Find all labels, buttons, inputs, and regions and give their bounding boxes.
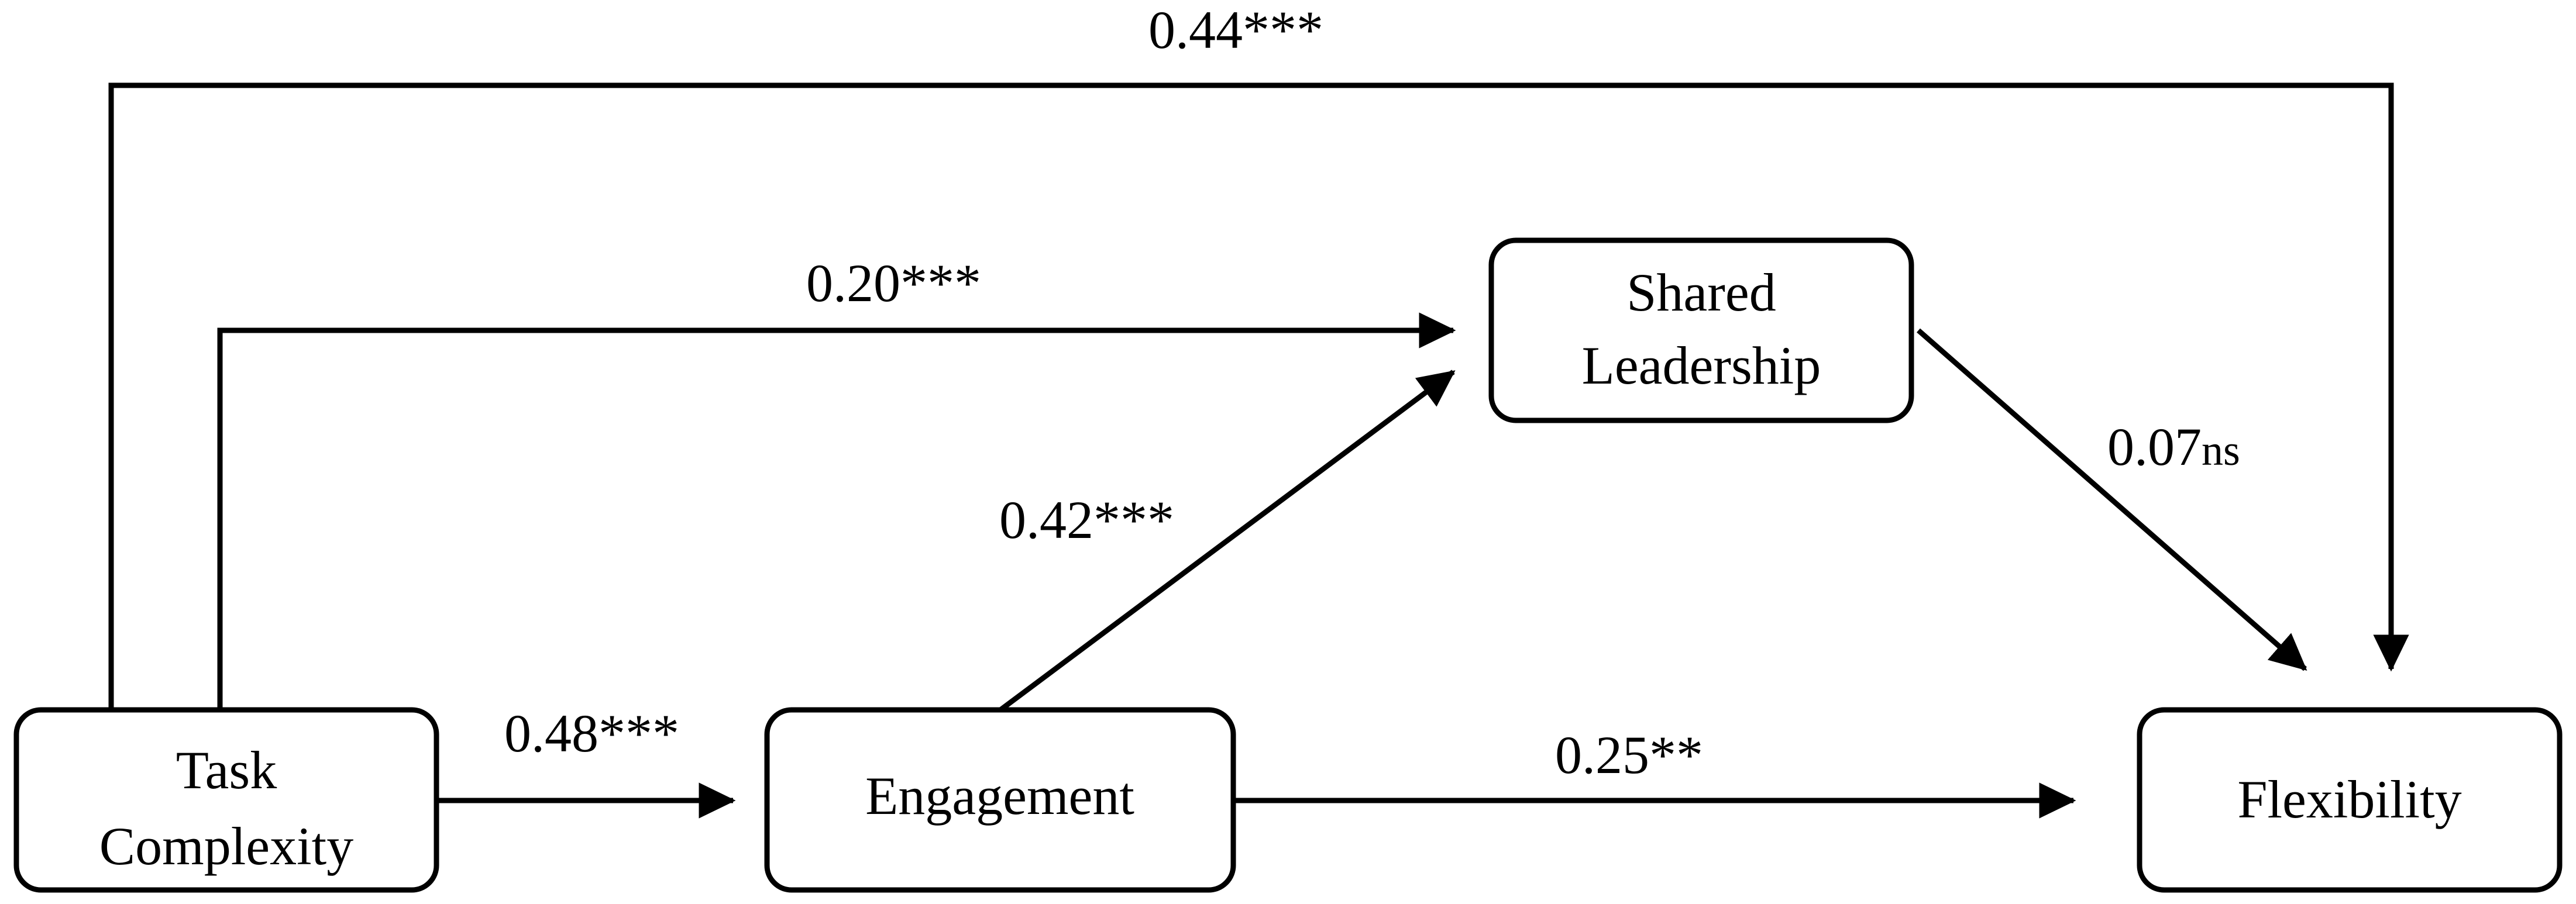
node-task-complexity: Task Complexity xyxy=(13,707,439,893)
coef-shared-leadership-to-flexibility-significance: ns xyxy=(2202,427,2240,475)
node-shared-leadership-line-2: Leadership xyxy=(1582,336,1821,395)
coef-task-to-engagement: 0.48*** xyxy=(504,703,679,763)
node-task-complexity-line-2: Complexity xyxy=(99,816,353,876)
node-shared-leadership: Shared Leadership xyxy=(1488,237,1914,423)
coef-shared-leadership-to-flexibility-value: 0.07 xyxy=(2107,417,2202,477)
path-task-to-flexibility xyxy=(108,82,2409,710)
node-engagement-label: Engagement xyxy=(865,766,1134,826)
node-flexibility-label: Flexibility xyxy=(2237,770,2461,829)
path-task-to-shared-leadership xyxy=(217,312,1456,710)
coef-shared-leadership-to-flexibility: 0.07ns xyxy=(2107,417,2240,477)
node-flexibility: Flexibility xyxy=(2137,707,2563,893)
node-engagement: Engagement xyxy=(764,707,1236,893)
coef-engagement-to-shared-leadership: 0.42*** xyxy=(999,490,1174,550)
node-task-complexity-line-1: Task xyxy=(176,740,277,800)
node-shared-leadership-line-1: Shared xyxy=(1626,263,1776,322)
path-shared-leadership-to-flexibility xyxy=(1917,328,2307,671)
coef-task-to-shared-leadership: 0.20*** xyxy=(806,253,981,313)
coef-task-to-flexibility: 0.44*** xyxy=(1148,0,1323,60)
path-engagement-to-shared-leadership xyxy=(999,370,1456,712)
coef-engagement-to-flexibility: 0.25** xyxy=(1555,725,1703,785)
